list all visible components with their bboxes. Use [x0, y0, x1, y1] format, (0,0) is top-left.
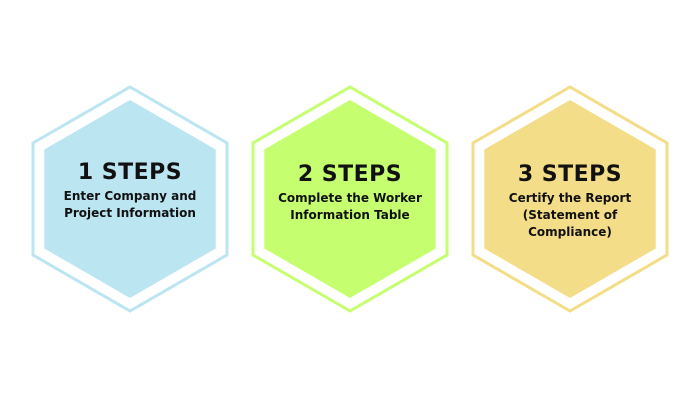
step-2-description: Complete the Worker Information Table [260, 190, 440, 224]
step-hexagon-2 [251, 85, 449, 313]
step-3-description: Certify the Report (Statement of Complia… [480, 190, 660, 241]
step-2-label: 2 STEPS Complete the Worker Information … [260, 162, 440, 224]
step-3-description-line: Compliance) [528, 225, 612, 239]
step-hexagon-1-outline [31, 85, 229, 313]
step-hexagon-3-fill [484, 100, 656, 298]
step-1-description-line: Enter Company and [63, 189, 197, 203]
step-1-label: 1 STEPS Enter Company and Project Inform… [40, 160, 220, 222]
step-hexagon-1 [31, 85, 229, 313]
step-3-description-line: Certify the Report [508, 191, 632, 205]
step-1-description: Enter Company and Project Information [40, 188, 220, 222]
step-hexagon-2-outline [251, 85, 449, 313]
step-hexagon-3 [471, 85, 669, 313]
step-2-description-line: Information Table [290, 208, 410, 222]
step-2-description-line: Complete the Worker [278, 191, 422, 205]
step-3-title: 3 STEPS [517, 162, 623, 187]
step-3-description-line: (Statement of [522, 208, 618, 222]
step-hexagon-1-fill [44, 100, 216, 298]
step-1-description-line: Project Information [64, 206, 196, 220]
step-1-title: 1 STEPS [77, 160, 183, 185]
step-hexagon-2-fill [264, 100, 436, 298]
step-hexagon-3-outline [471, 85, 669, 313]
step-2-title: 2 STEPS [297, 162, 403, 187]
step-3-label: 3 STEPS Certify the Report (Statement of… [480, 162, 660, 241]
